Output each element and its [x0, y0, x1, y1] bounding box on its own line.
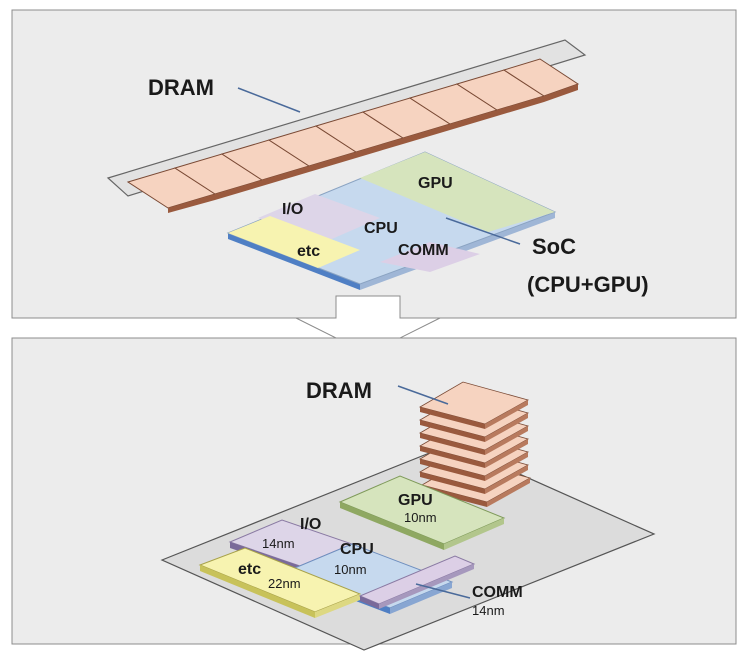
monolithic-soc-die [226, 151, 557, 290]
comm-leader-line [415, 583, 471, 599]
top-panel: DRAM GPU I/O CPU COMM etc SoC (CPU+GPU) [11, 9, 737, 319]
bottom-panel: DRAM GPU 10nm I/O 14nm CPU 10nm [11, 337, 737, 651]
gpu-process-node: 10nm [404, 510, 437, 525]
top-io-label: I/O [282, 201, 303, 218]
dram-chip-edge [450, 110, 497, 130]
stacked-dram-die [418, 381, 530, 429]
cpu-process-node: 10nm [334, 562, 367, 577]
dram-chip-row [126, 58, 580, 213]
io-region [258, 194, 380, 242]
bottom-dram-leader-line [397, 385, 449, 405]
comm-region [380, 242, 480, 272]
io-process-node: 14nm [262, 536, 295, 551]
down-arrow-icon [295, 295, 441, 355]
etc-process-node: 22nm [268, 576, 301, 591]
top-cpu-label: CPU [364, 220, 398, 237]
dram-chip-edge [309, 152, 356, 172]
etc-chiplet-label: etc [238, 561, 261, 578]
dram-chip-edge [215, 180, 262, 200]
dram-chip-edge [497, 96, 544, 116]
bottom-dram-label: DRAM [306, 378, 372, 403]
top-gpu-label: GPU [418, 175, 453, 192]
dram-chip-edge [544, 84, 578, 102]
top-dram-label: DRAM [148, 75, 214, 100]
comm-chiplet-label: COMM [472, 584, 523, 601]
soc-die-left-edge [228, 233, 360, 290]
dram-stack [418, 381, 532, 507]
top-etc-label: etc [297, 243, 320, 260]
gpu-region [360, 152, 555, 232]
io-chiplet-label: I/O [300, 516, 321, 533]
dram-chip-edge [168, 194, 215, 213]
top-comm-label: COMM [398, 242, 449, 259]
dram-chip-edge [356, 138, 403, 158]
arrow-overlap-cover [362, 355, 375, 362]
soc-leader-line [445, 217, 521, 245]
etc-region [228, 216, 360, 268]
dram-chip-edge [403, 124, 450, 144]
etc-chiplet [198, 547, 362, 618]
soc-composition-label: (CPU+GPU) [527, 272, 649, 297]
top-dram-leader-line [237, 87, 301, 113]
cpu-chiplet-label: CPU [340, 541, 374, 558]
dram-chip-edge [262, 166, 309, 186]
soc-label: SoC [532, 234, 576, 259]
comm-process-node: 14nm [472, 603, 505, 618]
gpu-chiplet [338, 475, 506, 550]
gpu-chiplet-label: GPU [398, 492, 433, 509]
